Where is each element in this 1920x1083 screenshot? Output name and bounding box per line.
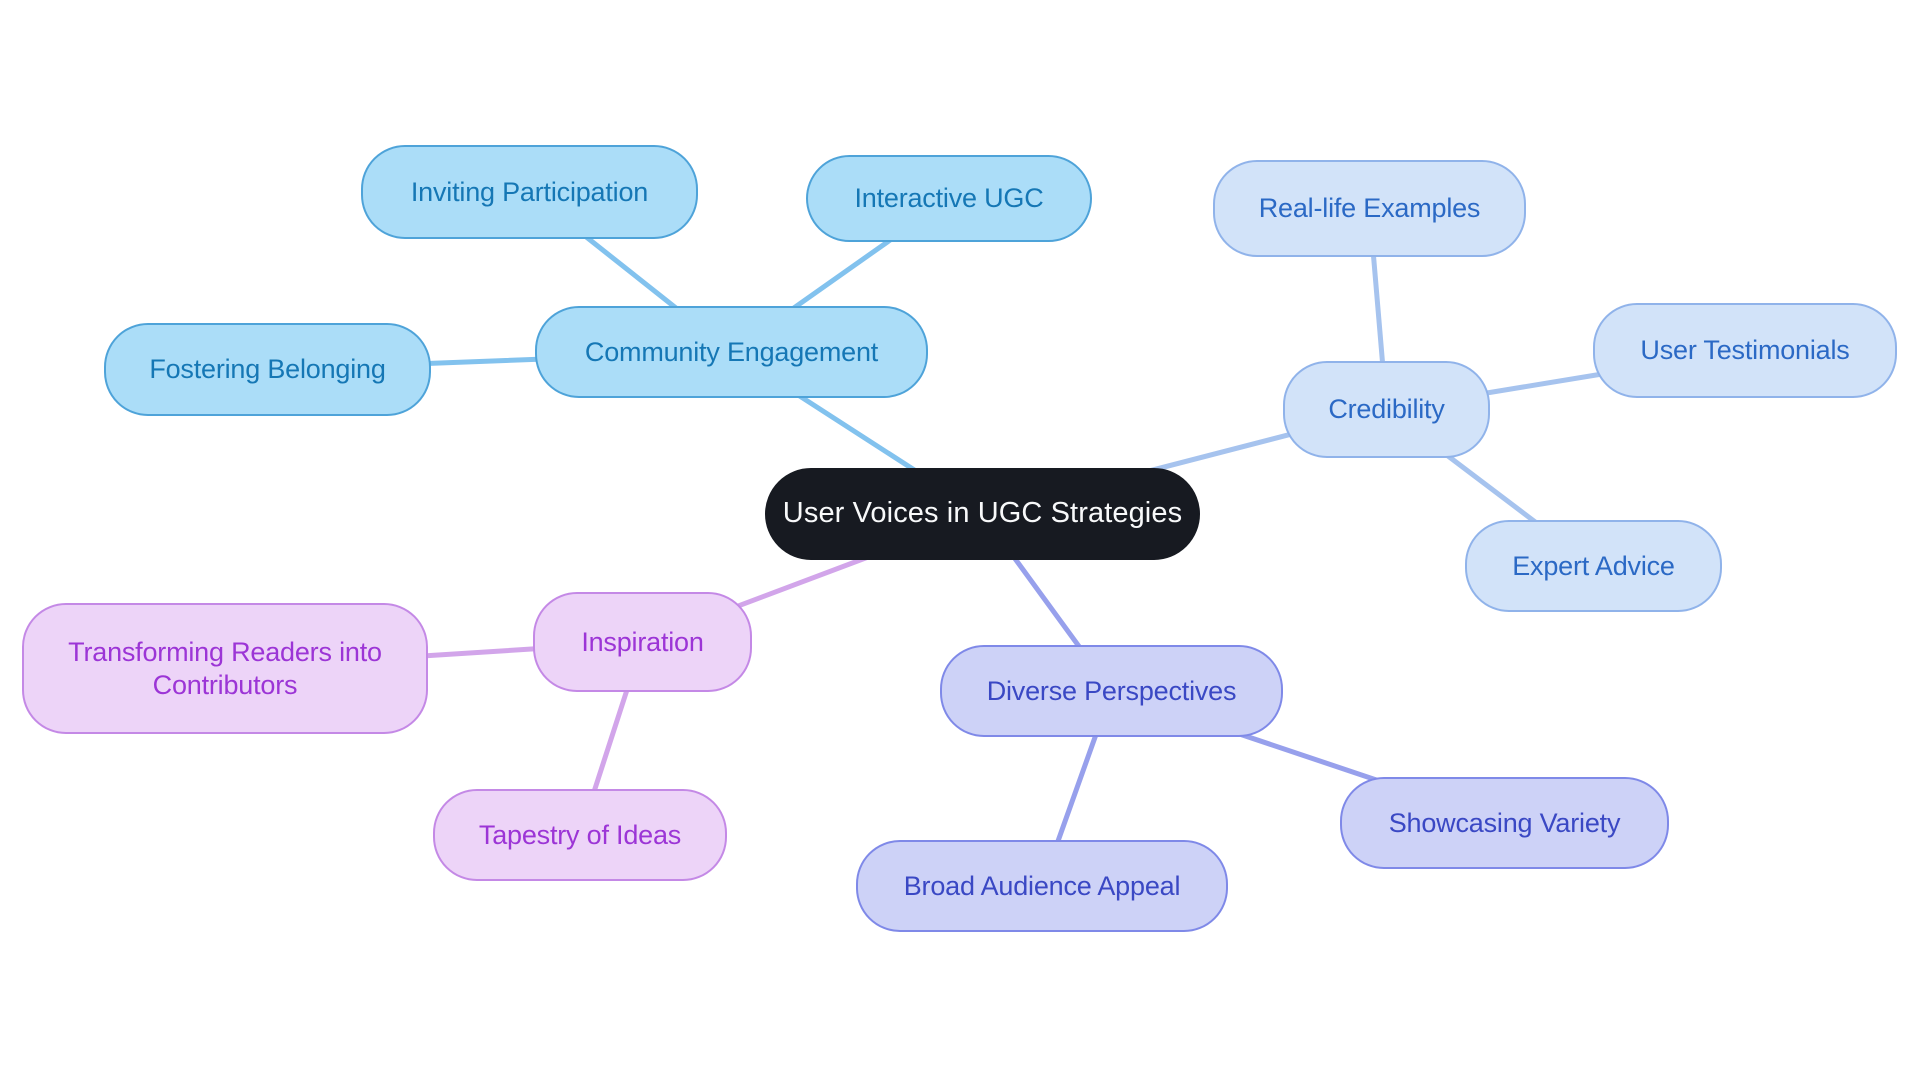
node-label: User Voices in UGC Strategies [782,497,1183,530]
node-label: User Testimonials [1640,335,1850,366]
node-interactive-ugc[interactable]: Interactive UGC [806,155,1092,242]
node-real-life-examples[interactable]: Real-life Examples [1213,160,1526,257]
node-central-user-voices[interactable]: User Voices in UGC Strategies [765,468,1200,560]
node-label: Credibility [1328,394,1445,425]
node-inspiration[interactable]: Inspiration [533,592,752,692]
node-broad-audience-appeal[interactable]: Broad Audience Appeal [856,840,1228,932]
node-label: Transforming Readers into Contributors [68,636,382,700]
node-label: Tapestry of Ideas [478,819,682,850]
node-expert-advice[interactable]: Expert Advice [1465,520,1722,612]
node-showcasing-variety[interactable]: Showcasing Variety [1340,777,1669,869]
node-label: Fostering Belonging [149,354,386,385]
node-community-engagement[interactable]: Community Engagement [535,306,928,398]
node-label: Expert Advice [1512,550,1675,581]
node-label: Showcasing Variety [1388,807,1621,838]
node-label: Real-life Examples [1258,193,1481,224]
node-label: Inspiration [581,626,704,657]
node-diverse-perspectives[interactable]: Diverse Perspectives [940,645,1283,737]
node-label: Interactive UGC [854,183,1044,214]
node-transforming-readers[interactable]: Transforming Readers into Contributors [22,603,428,734]
node-label: Broad Audience Appeal [903,870,1181,901]
node-fostering-belonging[interactable]: Fostering Belonging [104,323,431,416]
node-inviting-participation[interactable]: Inviting Participation [361,145,698,239]
node-credibility[interactable]: Credibility [1283,361,1490,458]
node-label: Inviting Participation [410,176,649,207]
node-user-testimonials[interactable]: User Testimonials [1593,303,1897,398]
node-label: Diverse Perspectives [986,675,1237,706]
node-label: Community Engagement [584,336,879,367]
node-tapestry-of-ideas[interactable]: Tapestry of Ideas [433,789,727,881]
